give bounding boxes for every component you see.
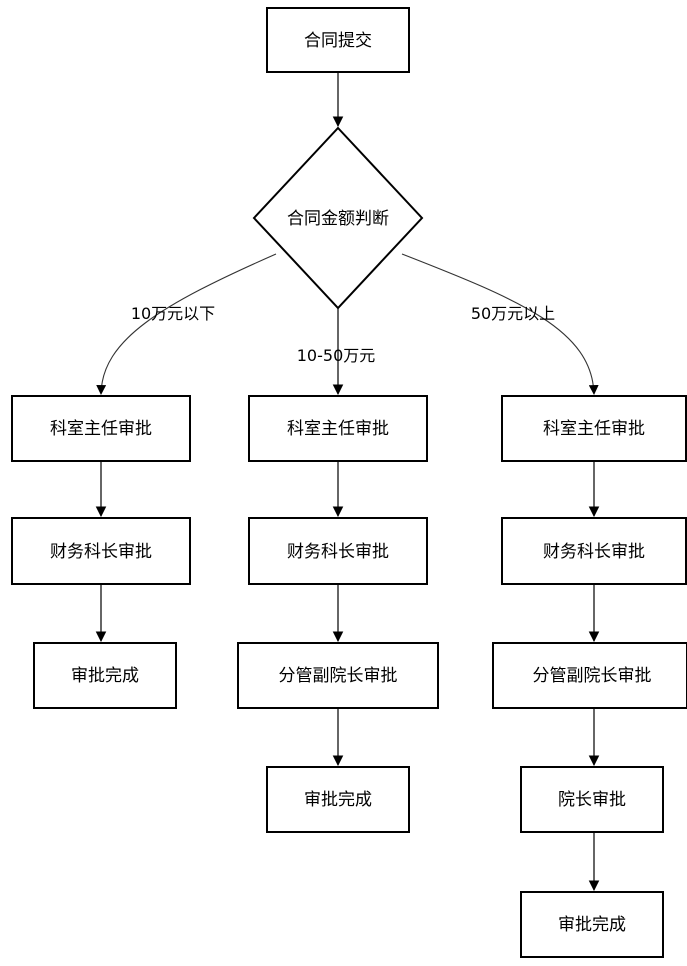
b1-step-2-label: 财务科长审批 <box>50 542 152 562</box>
edge-labels: 10万元以下 10-50万元 50万元以上 <box>131 304 555 365</box>
b2-step-3-label: 分管副院长审批 <box>279 666 398 686</box>
branch-1: 科室主任审批 财务科长审批 审批完成 <box>11 395 191 709</box>
b2-step-1-label: 科室主任审批 <box>287 419 389 439</box>
edges <box>95 72 600 892</box>
edge-decision-to-b1 <box>96 253 277 395</box>
branch-condition-2: 10-50万元 <box>297 346 376 365</box>
edge-decision-to-b3 <box>401 253 599 395</box>
b1-step-3-label: 审批完成 <box>71 666 139 686</box>
decision-node-label: 合同金额判断 <box>287 209 389 229</box>
b3-step-2-label: 财务科长审批 <box>543 542 645 562</box>
decision-node: 合同金额判断 <box>252 126 424 310</box>
start-node: 合同提交 <box>266 7 410 73</box>
start-node-label: 合同提交 <box>304 31 372 51</box>
branch-condition-1: 10万元以下 <box>131 304 215 323</box>
b1-step-1-label: 科室主任审批 <box>50 419 152 439</box>
b3-step-5-label: 审批完成 <box>558 915 626 935</box>
b3-step-1-label: 科室主任审批 <box>543 419 645 439</box>
branch-condition-3: 50万元以上 <box>471 304 555 323</box>
b2-step-4-label: 审批完成 <box>304 790 372 810</box>
b3-step-4-label: 院长审批 <box>558 790 626 810</box>
branch-3: 科室主任审批 财务科长审批 分管副院长审批 院长审批 审批完成 <box>492 395 687 958</box>
b3-step-3-label: 分管副院长审批 <box>533 666 652 686</box>
b2-step-2-label: 财务科长审批 <box>287 542 389 562</box>
branch-2: 科室主任审批 财务科长审批 分管副院长审批 审批完成 <box>237 395 439 833</box>
